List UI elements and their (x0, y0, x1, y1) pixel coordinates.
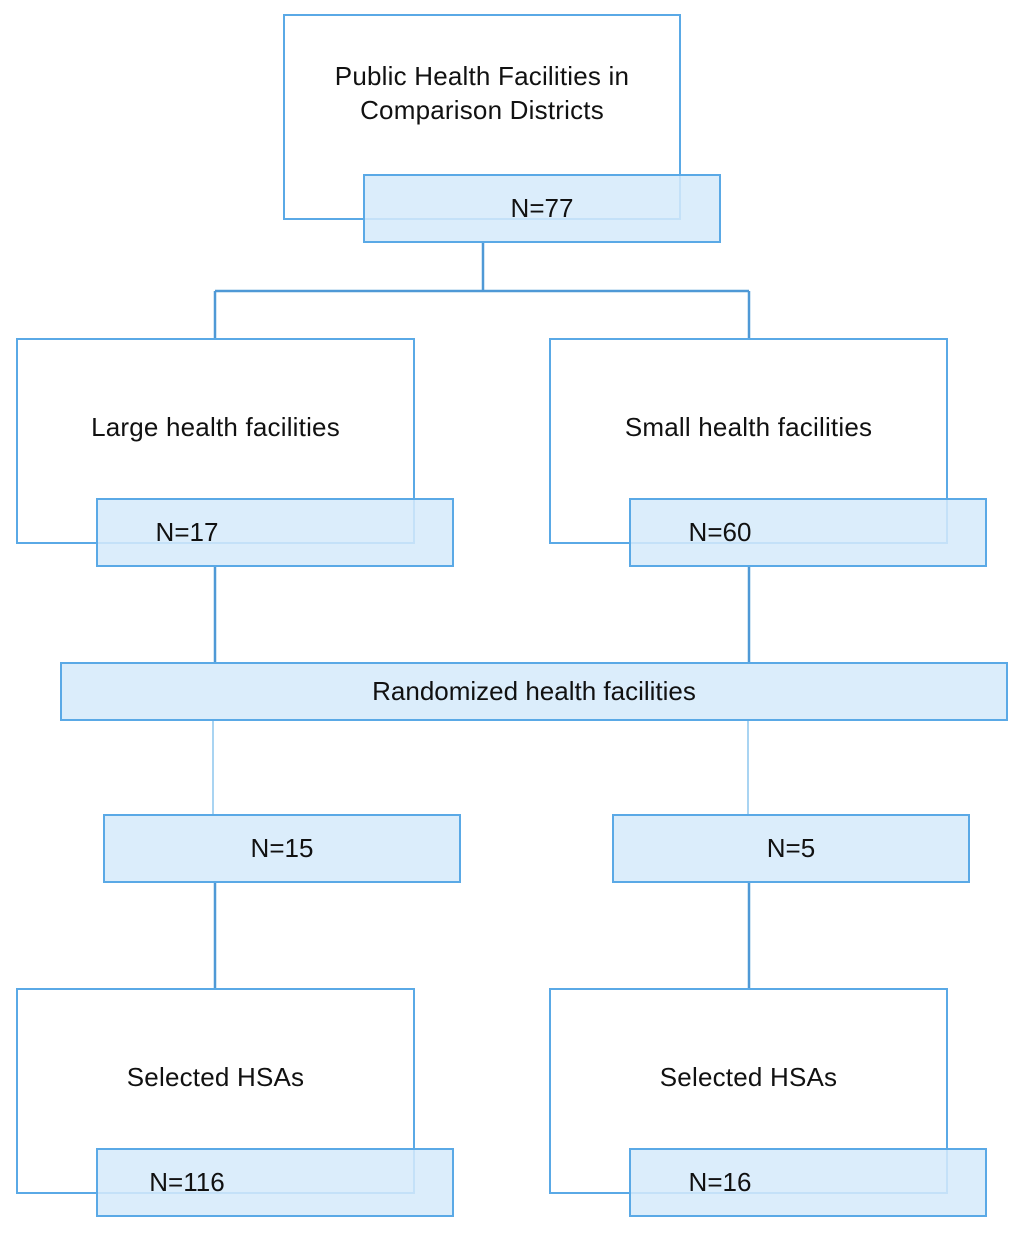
small-count-box: N=60 (629, 498, 987, 567)
top-count-label: N=77 (510, 193, 574, 223)
right-selection-count-label: N=5 (766, 833, 816, 863)
large-facilities-label: Large health facilities (91, 412, 340, 442)
right-hsas-count-box: N=16 (629, 1148, 987, 1217)
left-hsas-count-label: N=116 (149, 1167, 225, 1197)
left-hsas-label: Selected HSAs (126, 1062, 305, 1092)
top-count-box: N=77 (363, 174, 721, 243)
left-hsas-count-box: N=116 (96, 1148, 454, 1217)
right-selection-count-box: N=5 (612, 814, 970, 883)
right-hsas-label: Selected HSAs (659, 1062, 838, 1092)
small-count-label: N=60 (688, 517, 752, 547)
randomized-facilities-box: Randomized health facilities (60, 662, 1008, 721)
large-count-label: N=17 (155, 517, 219, 547)
left-selection-count-box: N=15 (103, 814, 461, 883)
right-hsas-count-label: N=16 (688, 1167, 752, 1197)
large-count-box: N=17 (96, 498, 454, 567)
small-facilities-label: Small health facilities (624, 412, 873, 442)
top-facilities-label: Public Health Facilities in Comparison D… (334, 61, 630, 125)
randomized-facilities-label: Randomized health facilities (372, 676, 696, 706)
left-selection-count-label: N=15 (250, 833, 314, 863)
